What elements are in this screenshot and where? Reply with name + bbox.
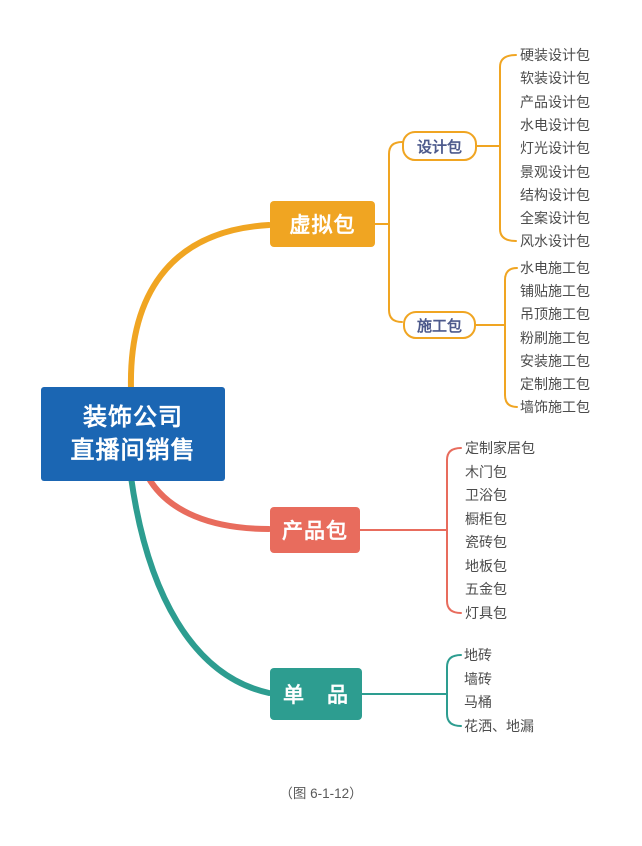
- leaf-item: 软装设计包: [520, 70, 590, 87]
- figure-caption: （图 6-1-12）: [279, 786, 363, 801]
- connector-root-virtual: [127, 222, 272, 392]
- connector-root-product: [145, 474, 272, 532]
- leaf-item: 产品设计包: [520, 93, 590, 110]
- root-node: 装饰公司 直播间销售: [41, 387, 225, 481]
- leaf-item: 定制施工包: [520, 376, 590, 392]
- branch-node-virtual-package: 虚拟包: [270, 201, 375, 247]
- bracket-product-leaves: [446, 447, 462, 614]
- leaf-item: 墙饰施工包: [520, 399, 590, 416]
- leaf-item: 水电施工包: [520, 260, 590, 276]
- leaf-item: 铺贴施工包: [520, 283, 590, 300]
- leaf-item: 景观设计包: [520, 163, 590, 180]
- bracket-virtual-children: [388, 141, 403, 323]
- leaf-item: 橱柜包: [465, 510, 507, 527]
- leaf-item: 全案设计包: [520, 210, 590, 227]
- leaf-item: 水电设计包: [520, 116, 590, 133]
- sub-node-construction-package: 施工包: [403, 311, 476, 339]
- leaf-item: 瓷砖包: [465, 534, 507, 550]
- sub-node-design-package: 设计包: [402, 131, 477, 161]
- root-label-line1: 装饰公司: [83, 404, 183, 431]
- leaf-item: 马桶: [464, 694, 492, 710]
- leaf-item: 粉刷施工包: [520, 329, 590, 346]
- leaf-item: 墙砖: [464, 670, 492, 687]
- leaf-item: 木门包: [465, 463, 507, 480]
- connector-root-single: [128, 474, 272, 696]
- bracket-design-leaves: [499, 54, 517, 242]
- leaf-item: 地砖: [464, 647, 492, 663]
- leaf-item: 风水设计包: [520, 233, 590, 250]
- leaf-item: 结构设计包: [520, 186, 590, 203]
- leaf-item: 硬装设计包: [520, 47, 590, 63]
- leaf-item: 花洒、地漏: [464, 717, 534, 734]
- leaf-item: 卫浴包: [465, 487, 507, 503]
- branch-node-product-package: 产品包: [270, 507, 360, 553]
- branch-node-single-item: 单 品: [270, 668, 362, 720]
- leaf-item: 定制家居包: [465, 440, 535, 456]
- leaf-item: 地板包: [465, 557, 507, 574]
- leaf-item: 灯具包: [465, 604, 507, 621]
- leaf-item: 五金包: [465, 581, 507, 597]
- leaf-item: 安装施工包: [520, 352, 590, 369]
- leaf-item: 吊顶施工包: [520, 306, 590, 323]
- root-label-line2: 直播间销售: [70, 437, 196, 464]
- bracket-construction-leaves: [504, 267, 518, 408]
- bracket-single-leaves: [446, 654, 462, 727]
- leaf-item: 灯光设计包: [520, 140, 590, 157]
